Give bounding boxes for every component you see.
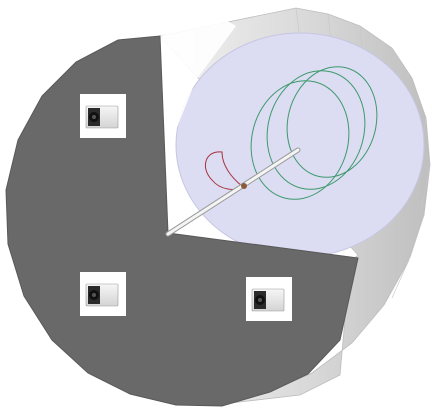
camera-icon-top-left[interactable] [80,94,126,138]
camera-icon-bottom-right[interactable] [246,277,292,321]
camera-icon-bottom-left[interactable] [80,272,126,316]
viewing-disc [176,33,424,257]
